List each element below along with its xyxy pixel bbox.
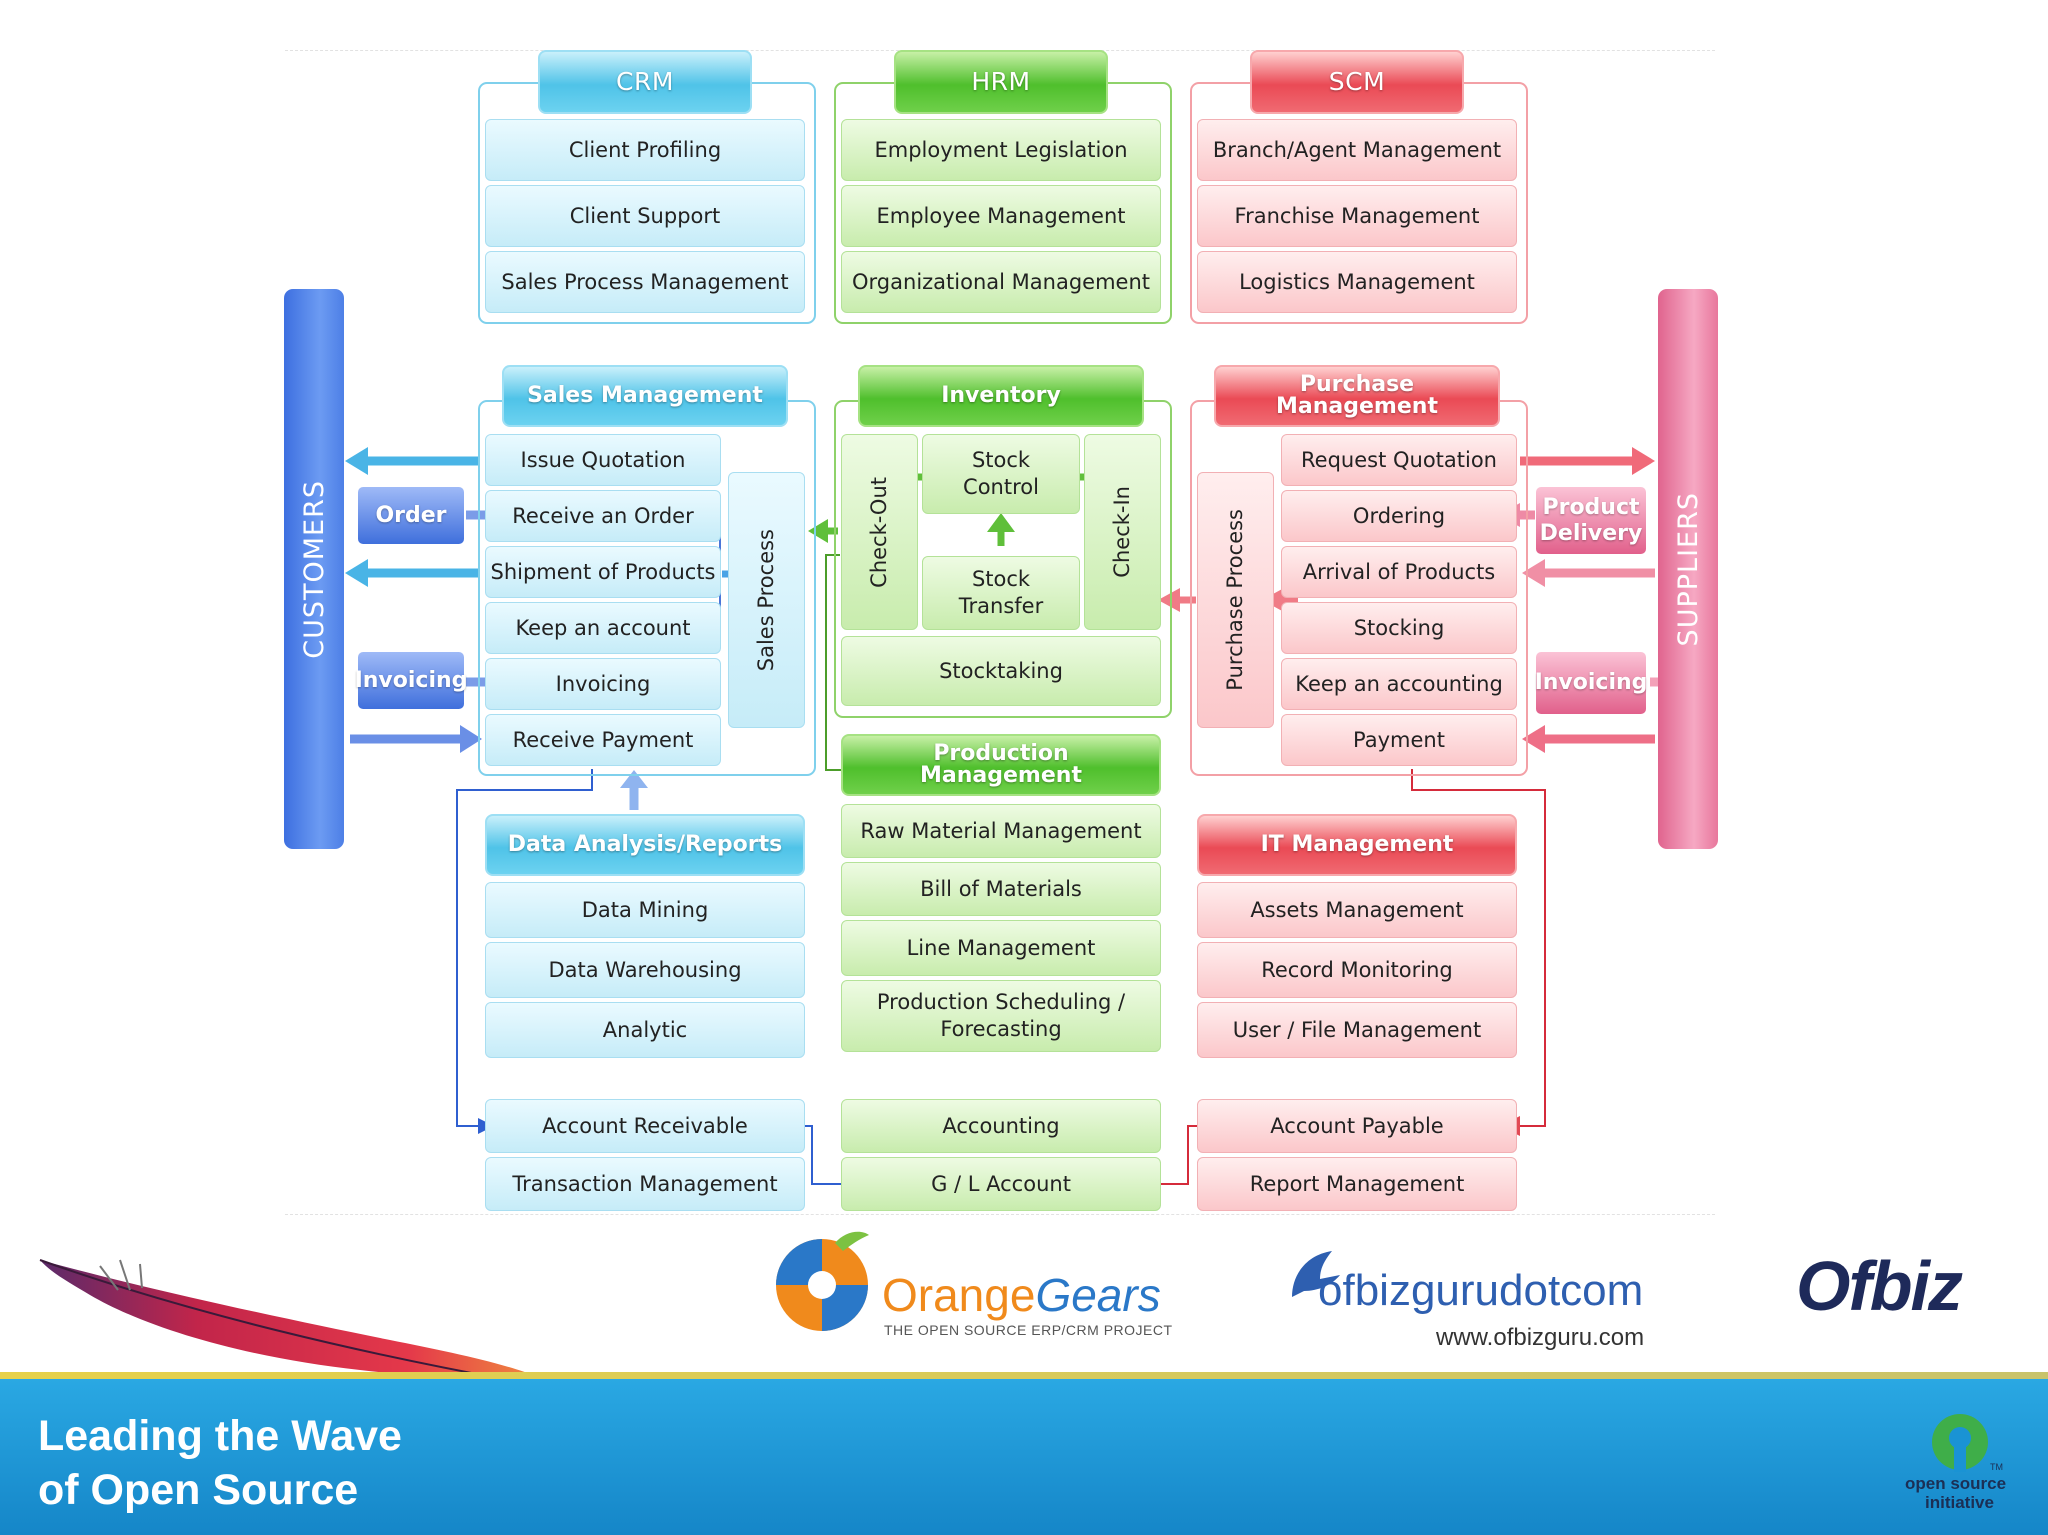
sales-item: Receive Payment: [485, 714, 721, 766]
account-payable: Account Payable: [1197, 1099, 1517, 1153]
purchase-item: Request Quotation: [1281, 434, 1517, 486]
crm-item: Sales Process Management: [485, 251, 805, 313]
hrm-header: HRM: [894, 50, 1108, 114]
production-item: Bill of Materials: [841, 862, 1161, 916]
account-receivable: Account Receivable: [485, 1099, 805, 1153]
suppliers-bar: SUPPLIERS: [1658, 289, 1718, 849]
scm-header: SCM: [1250, 50, 1464, 114]
check-in: Check-In: [1084, 434, 1161, 630]
sales-item: Receive an Order: [485, 490, 721, 542]
stock-transfer-label: Stock Transfer: [958, 567, 1044, 618]
purchase-item: Arrival of Products: [1281, 546, 1517, 598]
scm-item: Logistics Management: [1197, 251, 1517, 313]
orange-gears-subtitle: THE OPEN SOURCE ERP/CRM PROJECT: [884, 1322, 1173, 1338]
scm-item: Franchise Management: [1197, 185, 1517, 247]
production-item-label: Production Scheduling / Forecasting: [876, 990, 1126, 1041]
accounting: Accounting: [841, 1099, 1161, 1153]
it-item: Assets Management: [1197, 882, 1517, 938]
it-header: IT Management: [1197, 814, 1517, 876]
purchase-process-label: Purchase Process: [1223, 509, 1247, 691]
order-tag: Order: [358, 487, 464, 544]
check-in-label: Check-In: [1110, 486, 1134, 578]
crm-item: Client Support: [485, 185, 805, 247]
sales-item: Keep an account: [485, 602, 721, 654]
data-analysis-item: Data Warehousing: [485, 942, 805, 998]
customers-label: CUSTOMERS: [298, 479, 330, 659]
orange-gears-word1: Orange: [882, 1269, 1036, 1321]
production-item: Line Management: [841, 920, 1161, 976]
purchase-item: Payment: [1281, 714, 1517, 766]
stock-transfer: Stock Transfer: [922, 556, 1080, 630]
ofbizguru-url: www.ofbizguru.com: [1436, 1324, 1645, 1351]
sales-item: Issue Quotation: [485, 434, 721, 486]
purchase-process: Purchase Process: [1197, 472, 1274, 728]
hrm-item: Employment Legislation: [841, 119, 1161, 181]
it-item: Record Monitoring: [1197, 942, 1517, 998]
sales-process-label: Sales Process: [754, 528, 778, 672]
sales-item: Invoicing: [485, 658, 721, 710]
footer-tagline-1: Leading the Wave: [38, 1412, 402, 1460]
orange-gears-name: OrangeGears: [882, 1268, 1161, 1322]
stocktaking: Stocktaking: [841, 636, 1161, 706]
data-analysis-item: Analytic: [485, 1002, 805, 1058]
check-out-label: Check-Out: [867, 476, 891, 588]
transaction-management: Transaction Management: [485, 1157, 805, 1211]
purchase-item: Keep an accounting: [1281, 658, 1517, 710]
customers-bar: CUSTOMERS: [284, 289, 344, 849]
product-delivery-tag: Product Delivery: [1536, 487, 1646, 554]
osi-name-1: open source: [1905, 1474, 2007, 1493]
sales-item: Shipment of Products: [485, 546, 721, 598]
gl-account: G / L Account: [841, 1157, 1161, 1211]
crm-header: CRM: [538, 50, 752, 114]
invoicing-right-tag: Invoicing: [1535, 652, 1647, 714]
it-item: User / File Management: [1197, 1002, 1517, 1058]
hrm-item: Employee Management: [841, 185, 1161, 247]
orange-gears-word2: Gears: [1035, 1269, 1161, 1321]
suppliers-label: SUPPLIERS: [1672, 491, 1704, 647]
footer-tagline-2: of Open Source: [38, 1466, 359, 1514]
osi-keyhole-icon: [1932, 1414, 1988, 1472]
footer-band: [0, 1379, 2048, 1535]
osi-name-2: initiative: [1925, 1493, 1994, 1512]
sales-header: Sales Management: [502, 365, 788, 427]
purchase-item: Stocking: [1281, 602, 1517, 654]
ofbizguru-name: ofbizgurudotcom: [1318, 1266, 1644, 1315]
report-management: Report Management: [1197, 1157, 1517, 1211]
purchase-item: Ordering: [1281, 490, 1517, 542]
data-analysis-item: Data Mining: [485, 882, 805, 938]
ofbizguru-icon: [1292, 1251, 1340, 1297]
sales-process: Sales Process: [728, 472, 805, 728]
bottom-divider: [285, 1214, 1715, 1215]
inventory-header: Inventory: [858, 365, 1144, 427]
stock-control: Stock Control: [922, 434, 1080, 514]
data-analysis-header: Data Analysis/Reports: [485, 814, 805, 876]
hrm-item: Organizational Management: [841, 251, 1161, 313]
production-header: Production Management: [841, 734, 1161, 796]
production-header-label: Production Management: [920, 741, 1082, 788]
footer-accent-line: [0, 1372, 2048, 1379]
check-out: Check-Out: [841, 434, 918, 630]
orange-gears-icon: [776, 1231, 869, 1331]
purchase-header: Purchase Management: [1214, 365, 1500, 427]
purchase-header-label: Purchase Management: [1276, 372, 1438, 419]
invoicing-left-tag: Invoicing: [355, 652, 467, 709]
production-item: Production Scheduling / Forecasting: [841, 980, 1161, 1052]
scm-item: Branch/Agent Management: [1197, 119, 1517, 181]
crm-item: Client Profiling: [485, 119, 805, 181]
production-item: Raw Material Management: [841, 804, 1161, 858]
ofbiz-logo: Ofbiz: [1796, 1247, 1963, 1325]
stock-control-label: Stock Control: [963, 448, 1039, 499]
osi-tm: TM: [1990, 1462, 2003, 1472]
